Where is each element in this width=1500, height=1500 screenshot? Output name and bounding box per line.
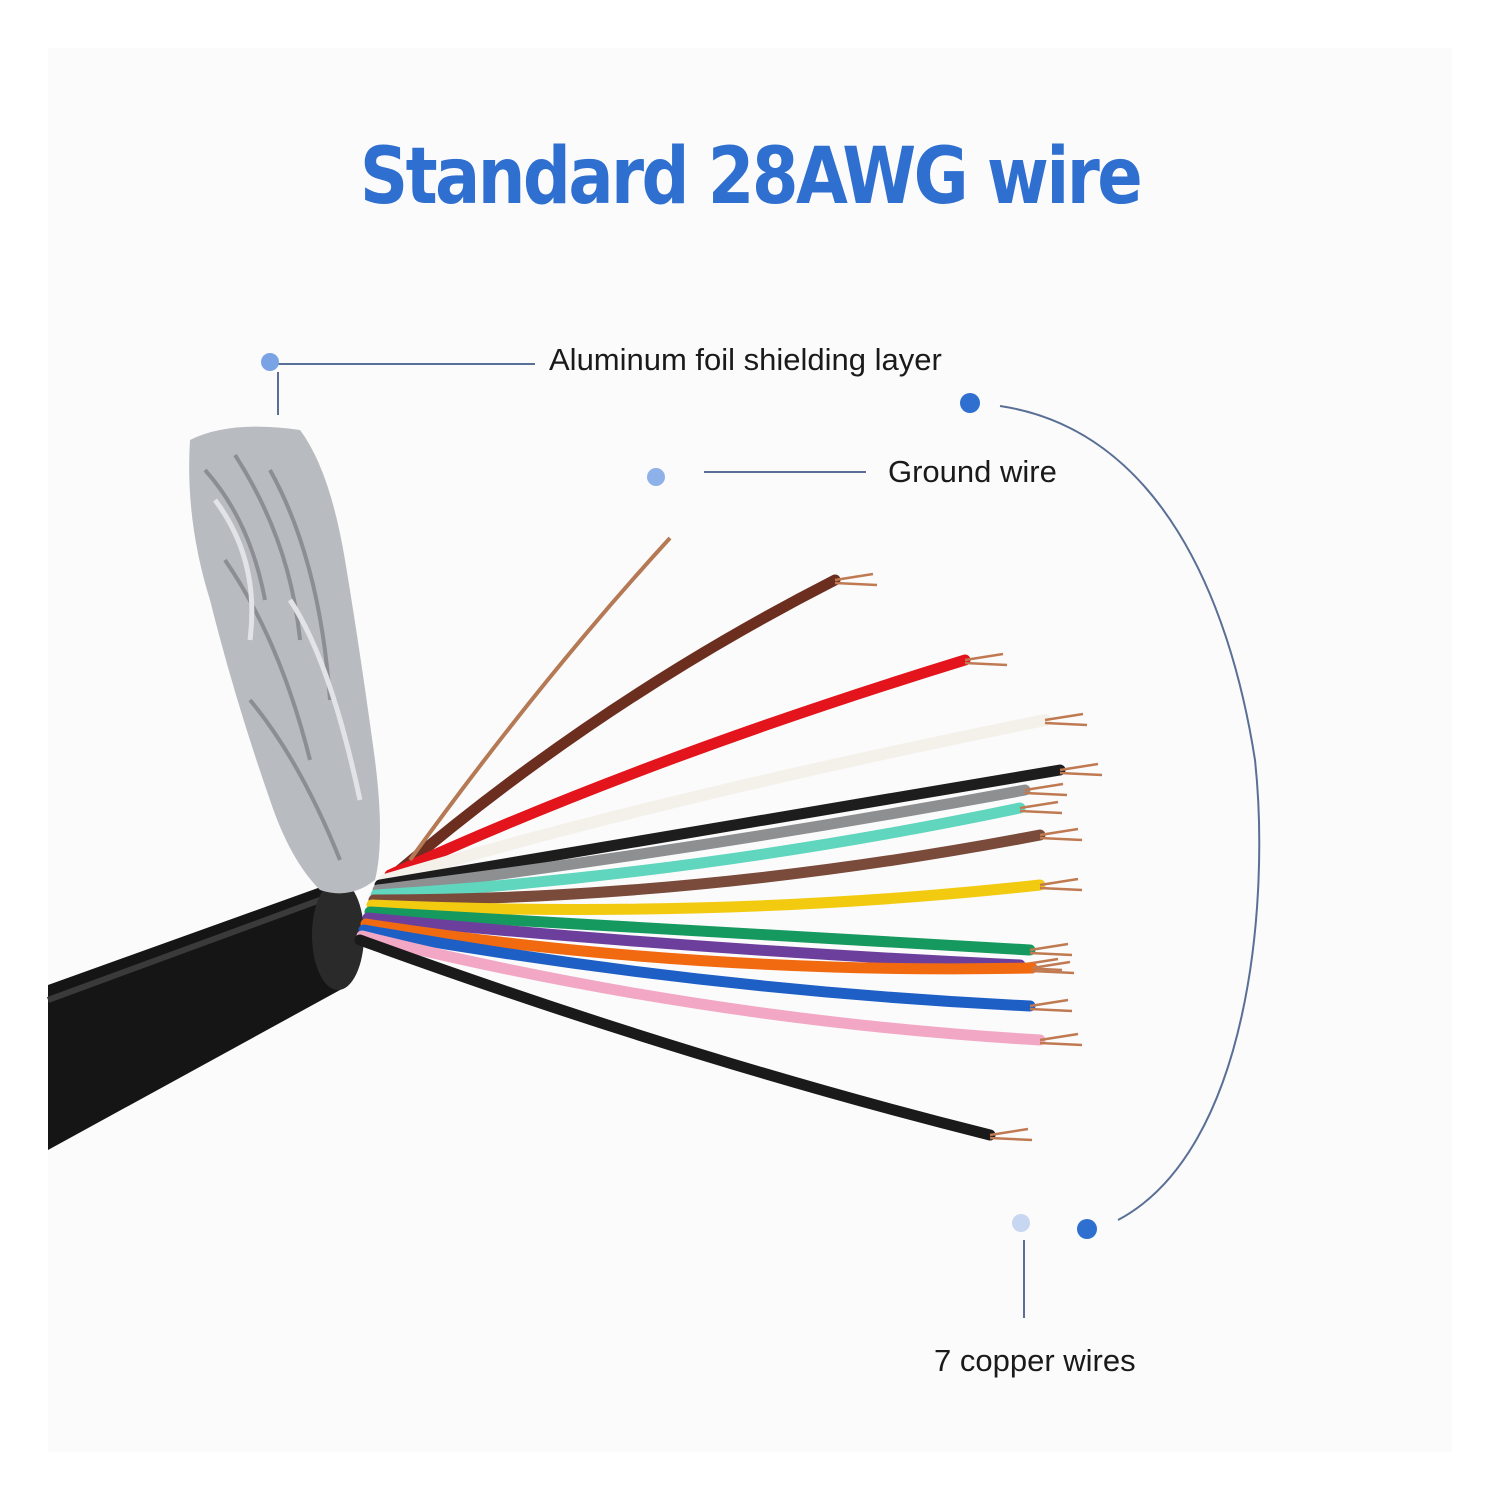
foil-dot bbox=[261, 353, 279, 371]
wire-white bbox=[379, 714, 1051, 886]
ground-dot bbox=[647, 468, 665, 486]
bundle-dot-bottom bbox=[1077, 1219, 1097, 1239]
copper-dot bbox=[1012, 1214, 1030, 1232]
wire-grey bbox=[372, 784, 1031, 896]
ground-wire-label: Ground wire bbox=[888, 454, 1057, 489]
wire-aqua bbox=[370, 802, 1026, 901]
copper-tip bbox=[1024, 782, 1068, 797]
wire-brown-2 bbox=[368, 829, 1046, 906]
copper-tip bbox=[964, 652, 1008, 667]
copper-tip bbox=[1019, 800, 1063, 815]
bundle-bracket-line bbox=[999, 405, 1261, 1221]
callout-dots bbox=[261, 353, 1097, 1239]
foil-shield bbox=[189, 426, 380, 894]
wire-black bbox=[374, 764, 1066, 891]
wire-pink bbox=[356, 930, 1046, 1046]
bundle-dot-top bbox=[960, 393, 980, 413]
copper-tip bbox=[1059, 762, 1103, 777]
wire-green bbox=[364, 906, 1036, 956]
cable-jacket bbox=[46, 880, 364, 1150]
foil-shielding-label: Aluminum foil shielding layer bbox=[549, 342, 942, 377]
copper-tip bbox=[1031, 960, 1075, 975]
wire-bundle bbox=[354, 572, 1103, 1142]
wire-brown bbox=[394, 574, 841, 876]
copper-tip bbox=[989, 1127, 1033, 1142]
copper-tip bbox=[1029, 942, 1073, 957]
copper-tip bbox=[1039, 1032, 1083, 1047]
foil-leader-line bbox=[272, 363, 535, 415]
wire-black-2 bbox=[354, 934, 996, 1141]
copper-tip bbox=[1044, 712, 1088, 727]
wire-blue bbox=[358, 924, 1036, 1012]
copper-tip bbox=[1029, 998, 1073, 1013]
copper-wires-label: 7 copper wires bbox=[934, 1343, 1136, 1378]
page-title: Standard 28AWG wire bbox=[359, 132, 1143, 222]
callout-leaders bbox=[272, 363, 1261, 1318]
wire-yellow bbox=[366, 879, 1046, 915]
ground-wire bbox=[408, 536, 672, 862]
copper-tip bbox=[1039, 877, 1083, 892]
copper-tip bbox=[1039, 827, 1083, 842]
copper-tip bbox=[834, 572, 878, 587]
wire-orange bbox=[360, 918, 1038, 975]
wire-red bbox=[384, 654, 971, 881]
wire-purple bbox=[362, 912, 1026, 971]
